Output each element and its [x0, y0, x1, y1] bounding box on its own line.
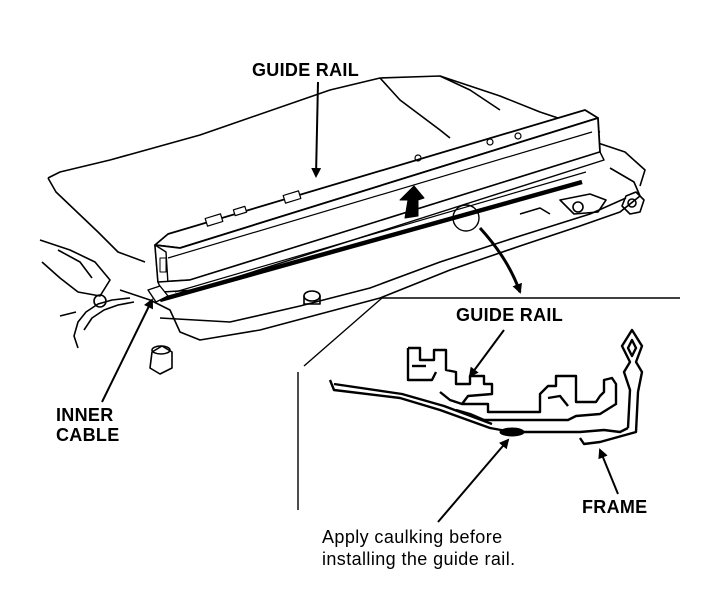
- caulking-note-line1: Apply caulking before: [322, 527, 503, 547]
- arrow-caulking: [437, 438, 510, 523]
- label-frame: FRAME: [582, 497, 648, 517]
- label-guide-rail-detail: GUIDE RAIL: [456, 305, 564, 325]
- label-guide-rail-top: GUIDE RAIL: [252, 60, 360, 80]
- label-inner-cable: INNER CABLE: [56, 405, 120, 445]
- arrow-guide-rail-top: [311, 81, 322, 178]
- caulking-note-line2: installing the guide rail.: [322, 548, 516, 569]
- guide-rail: [147, 109, 605, 303]
- label-inner-cable-line2: CABLE: [56, 425, 120, 446]
- section-view: [328, 328, 644, 446]
- arrow-guide-rail-detail: [468, 329, 505, 378]
- leader-arrows: [101, 81, 619, 523]
- detail-callout-leader: [478, 226, 522, 294]
- label-inner-cable-line1: INNER: [56, 405, 114, 425]
- seat-frame: [39, 75, 646, 375]
- detail-frame: [297, 297, 680, 510]
- arrow-frame: [598, 448, 619, 495]
- caulking-note: Apply caulking before installing the gui…: [322, 527, 516, 571]
- arrow-inner-cable: [101, 298, 153, 403]
